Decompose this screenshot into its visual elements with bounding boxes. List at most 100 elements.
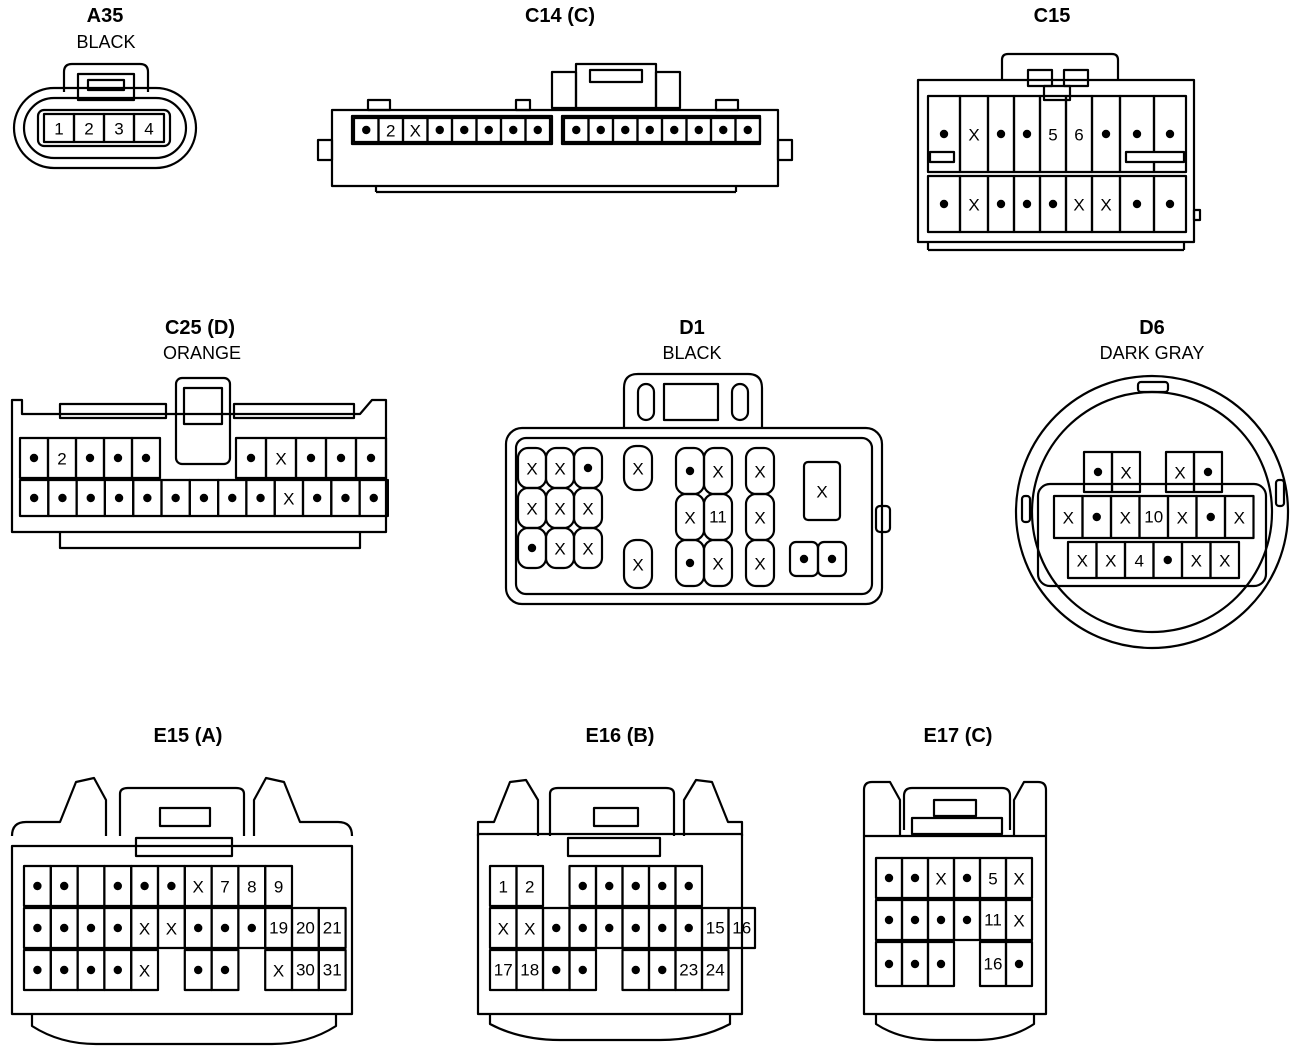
c25-pin-terminal-dot [312, 493, 322, 503]
d6-pin-unused-cavity-mark: X [1120, 508, 1131, 527]
d1-pin-cavity [816, 540, 848, 578]
c25-pin-cavity [358, 478, 390, 518]
e15-pin-terminal-dot [167, 881, 176, 891]
connector-c25-title: C25 (D) [165, 317, 235, 339]
d6-pin-unused-cavity-mark: X [1077, 551, 1088, 570]
e16-pin-pin-number: 2 [525, 877, 534, 896]
c25-pin-terminal-dot [171, 493, 180, 503]
d1-pin-unused-cavity-mark: X [712, 462, 723, 481]
e15-pin-cavity [130, 948, 160, 992]
c25-pin-terminal-dot [114, 493, 124, 503]
e16-pin-pin-number: 15 [706, 918, 725, 937]
c15-pin-terminal-dot [1048, 199, 1058, 209]
c25-pin-terminal-dot [256, 493, 265, 503]
d1-pin-unused-cavity-mark: X [754, 554, 765, 573]
e17-pin-cavity [1004, 940, 1034, 988]
c14-pin-terminal-dot [533, 125, 542, 135]
d6-pin-terminal-dot [1203, 467, 1213, 477]
d1-pin-cavity [572, 526, 604, 570]
connector-e17-title: E17 (C) [924, 725, 993, 747]
d6-pin-terminal-dot [1163, 555, 1172, 565]
a35-pin-pin-number: 2 [84, 119, 93, 138]
connector-e16-title: E16 (B) [586, 725, 655, 747]
e15-pin-pin-number: 30 [296, 960, 315, 979]
d1-pin-cavity [702, 538, 734, 588]
c25-pin-terminal-dot [85, 453, 95, 463]
e16-pin-cavity [674, 864, 704, 908]
e17-pin-terminal-dot [884, 873, 894, 883]
e15-pin-terminal-dot [33, 881, 42, 891]
e16-pin-terminal-dot [578, 881, 587, 891]
e17-pin-terminal-dot [962, 915, 972, 925]
e16-pin-terminal-dot [684, 881, 693, 891]
c14-pin-cavity [524, 116, 552, 144]
c25-pin-pin-number: 2 [57, 449, 66, 468]
e16-pin-cavity [700, 948, 730, 992]
c14-pin-unused-cavity-mark: X [410, 121, 421, 140]
connector-a35-title: A35 [87, 5, 124, 27]
e17-pin-cavity [1004, 898, 1034, 942]
e17-pin-cavity [926, 940, 956, 988]
e16-pin-unused-cavity-mark: X [498, 919, 509, 938]
c25-pin-terminal-dot [369, 493, 378, 503]
c14-pin-terminal-dot [719, 125, 728, 135]
d1-pin-cavity [622, 444, 654, 492]
e15-pin-terminal-dot [113, 965, 123, 975]
c25-pin-terminal-dot [86, 493, 95, 503]
e16-pin-terminal-dot [658, 965, 667, 975]
e16-pin-terminal-dot [578, 923, 587, 933]
e15-pin-terminal-dot [86, 923, 96, 933]
c25-pin-terminal-dot [29, 493, 39, 503]
e15-pin-terminal-dot [59, 965, 69, 975]
e17-pin-terminal-dot [910, 959, 920, 969]
e15-pin-terminal-dot [113, 881, 123, 891]
e16-pin-pin-number: 16 [732, 918, 751, 937]
e15-pin-pin-number: 19 [269, 918, 288, 937]
c14-pin-terminal-dot [743, 125, 752, 135]
e15-pin-unused-cavity-mark: X [273, 961, 284, 980]
d1-pin-unused-cavity-mark: X [816, 482, 827, 501]
e15-pin-pin-number: 7 [220, 877, 229, 896]
e15-pin-pin-number: 21 [323, 918, 342, 937]
e15-pin-unused-cavity-mark: X [139, 961, 150, 980]
connector-c25-color: ORANGE [163, 343, 241, 363]
c25-pin-cavity [354, 436, 388, 480]
d6-pin-unused-cavity-mark: X [1105, 551, 1116, 570]
e15-pin-unused-cavity-mark: X [193, 877, 204, 896]
d1-pin-unused-cavity-mark: X [554, 459, 565, 478]
d6-pin-cavity [1110, 450, 1142, 494]
e16-pin-terminal-dot [631, 923, 640, 933]
e17-pin-pin-number: 16 [984, 954, 1003, 973]
e17-pin-unused-cavity-mark: X [935, 869, 946, 888]
connector-d6-title: D6 [1139, 317, 1165, 339]
c15-pin-terminal-dot [939, 129, 949, 139]
e15-pin-terminal-dot [33, 965, 42, 975]
d1-pin-terminal-dot [583, 463, 593, 473]
c15-pin-terminal-dot [1022, 199, 1032, 209]
e16-pin-terminal-dot [552, 923, 561, 933]
d1-pin-terminal-dot [827, 554, 837, 564]
connector-d6-color: DARK GRAY [1100, 343, 1205, 363]
c25-pin-terminal-dot [336, 453, 346, 463]
e16-pin-terminal-dot [631, 881, 640, 891]
d1-pin-unused-cavity-mark: X [712, 554, 723, 573]
e17-pin-terminal-dot [936, 915, 946, 925]
c15-pin-terminal-dot [1165, 129, 1175, 139]
d6-pin-unused-cavity-mark: X [1234, 508, 1245, 527]
c14-pin-terminal-dot [621, 125, 630, 135]
e16-pin-cavity [568, 948, 598, 992]
c15-pin-terminal-dot [1165, 199, 1175, 209]
a35-pin-cavity [132, 112, 166, 144]
d6-pin-terminal-dot [1092, 512, 1101, 522]
